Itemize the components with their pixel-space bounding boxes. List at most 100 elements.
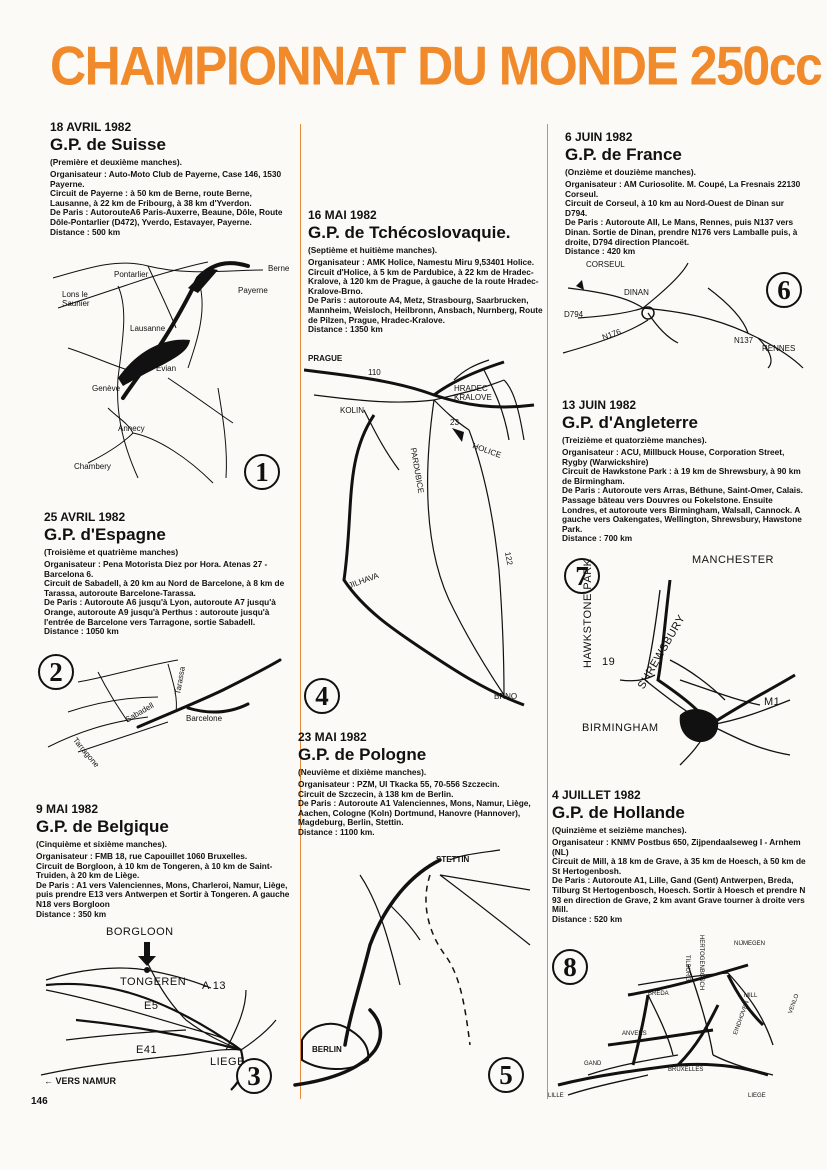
circle-number-6: 6: [766, 272, 802, 308]
map-espagne: 2 Tarassa Sabadell Barcelone Tarragone: [38, 652, 288, 772]
map-label: M1: [764, 696, 781, 708]
map-label: BREDA: [648, 991, 669, 997]
event-circuit: Circuit de Sabadell, à 20 km au Nord de …: [44, 578, 285, 598]
map-label: LIEGE: [210, 1056, 245, 1068]
circle-number-5: 5: [488, 1057, 524, 1093]
map-label: HERTOGENBOSCH: [698, 935, 704, 991]
event-de-paris: De Paris : Autoroute AII, Le Mans, Renne…: [565, 217, 798, 247]
map-label: N137: [734, 336, 754, 345]
map-label-vers-namur: ← VERS NAMUR: [44, 1076, 116, 1086]
event-circuit: Circuit de Mill, à 18 km de Grave, à 35 …: [552, 856, 806, 876]
event-france: 6 JUIN 1982 G.P. de France (Onzième et d…: [565, 130, 805, 257]
map-angleterre-roads: [619, 579, 796, 766]
event-de-paris: De Paris : autoroute A4, Metz, Strasbour…: [308, 295, 543, 325]
map-label: HRADEC KRALOVE: [454, 384, 492, 402]
page-title: CHAMPIONNAT DU MONDE 250cc: [50, 35, 823, 97]
event-organisateur: Organisateur : KNMV Postbus 650, Zijpend…: [552, 837, 801, 857]
event-date: 6 JUIN 1982: [565, 130, 633, 144]
map-label: Lausanne: [130, 324, 166, 333]
event-distance: Distance : 700 km: [562, 533, 633, 544]
map-label: Annecy: [118, 424, 145, 433]
event-circuit: Circuit de Borgloon, à 10 km de Tongeren…: [36, 860, 273, 881]
circle-number-8: 8: [552, 949, 588, 985]
event-suisse: 18 AVRIL 1982 G.P. de Suisse (Première e…: [50, 120, 295, 237]
map-suisse: Pontarlier Berne Lons le Saunier Payerne…: [48, 248, 293, 498]
event-date: 25 AVRIL 1982: [44, 510, 126, 524]
event-pologne: 23 MAI 1982 G.P. de Pologne (Neuvième et…: [298, 730, 542, 838]
map-label: E41: [136, 1044, 158, 1056]
map-label: LIEGE: [748, 1093, 766, 1099]
circle-number-4: 4: [304, 678, 340, 714]
event-distance: Distance : 520 km: [552, 913, 623, 924]
map-label: PRAGUE: [308, 354, 343, 363]
map-france: CORSEUL DINAN D794 N176 N137 RENNES 6: [558, 258, 808, 388]
arrow-icon: [138, 942, 156, 966]
map-tchecoslovaquie: PRAGUE 110 HRADEC KRALOVE KOLIN 23 HOLIC…: [303, 350, 540, 720]
event-de-paris: De Paris : A1 vers Valenciennes, Mons, C…: [36, 879, 290, 909]
event-manches: (Première et deuxième manches).: [50, 157, 182, 167]
circle-number-7: 7: [564, 558, 600, 594]
event-organisateur: Organisateur : FMB 18, rue Capouillet 10…: [36, 851, 248, 861]
circle-number-1: 1: [244, 454, 280, 490]
event-manches: (Onzième et douzième manches).: [565, 167, 696, 177]
event-manches: (Cinquième et sixième manches).: [36, 839, 167, 849]
map-label: DINAN: [624, 288, 649, 297]
event-distance: Distance : 350 km: [36, 908, 107, 919]
event-circuit: Circuit de Corseul, à 10 km au Nord-Oues…: [565, 198, 784, 218]
map-label: Evian: [156, 364, 177, 373]
event-organisateur: Organisateur : AM Curiosolite. M. Coupé,…: [565, 179, 801, 199]
map-espagne-roads: [47, 658, 282, 753]
event-tchecoslovaquie: 16 MAI 1982 G.P. de Tchécoslovaquie. (Se…: [308, 208, 544, 335]
map-label: MANCHESTER: [692, 554, 775, 566]
map-label: Chambery: [74, 462, 111, 471]
event-date: 18 AVRIL 1982: [50, 120, 132, 134]
map-label: STETTIN: [436, 855, 470, 864]
event-organisateur: Organisateur : PZM, Ul Tkacka 55, 70-556…: [298, 779, 500, 789]
event-circuit: Circuit de Payerne : à 50 km de Berne, r…: [50, 188, 252, 208]
map-label: 23: [450, 418, 459, 427]
map-label: A 13: [202, 980, 227, 992]
map-label: KOLIN: [340, 406, 365, 415]
map-suisse-roads: [52, 261, 264, 484]
event-title: G.P. de Suisse: [50, 135, 166, 154]
event-date: 23 MAI 1982: [298, 730, 367, 744]
event-distance: Distance : 420 km: [565, 246, 636, 257]
event-manches: (Septième et huitième manches).: [308, 245, 438, 255]
event-title: G.P. de France: [565, 145, 682, 164]
map-label: BRUXELLES: [668, 1067, 704, 1073]
event-organisateur: Organisateur : ACU, Millbuck House, Corp…: [562, 447, 785, 467]
event-de-paris: De Paris : Autoroute A1, Lille, Gand (Ge…: [552, 875, 806, 915]
map-label: 19: [602, 656, 616, 668]
event-de-paris: De Paris : Autoroute vers Arras, Béthune…: [562, 485, 803, 534]
event-distance: Distance : 1050 km: [44, 626, 119, 637]
map-label: RENNES: [762, 344, 796, 353]
map-label: BERLIN: [312, 1045, 342, 1054]
map-label: Pontarlier: [114, 270, 149, 279]
map-label: E5: [144, 1000, 159, 1012]
map-label: TONGEREN: [120, 976, 187, 988]
map-label: GAND: [584, 1061, 602, 1067]
event-date: 4 JUILLET 1982: [552, 788, 641, 802]
event-title: G.P. de Tchécoslovaquie.: [308, 223, 511, 242]
event-circuit: Circuit d'Holice, à 5 km de Pardubice, à…: [308, 266, 539, 296]
map-label: NIJMEGEN: [734, 941, 766, 947]
event-de-paris: De Paris : Autoroute A6 jusqu'à Lyon, au…: [44, 597, 276, 627]
map-label: 110: [368, 368, 381, 377]
map-hollande-roads: [557, 963, 774, 1096]
event-manches: (Neuvième et dixième manches).: [298, 767, 427, 777]
map-label: BORGLOON: [106, 926, 174, 938]
map-angleterre: 7 HAWKSTONE PARK MANCHESTER SHREWSBURY 1…: [560, 550, 810, 770]
map-label: D794: [564, 310, 584, 319]
event-distance: Distance : 500 km: [50, 226, 121, 237]
map-label: Genève: [92, 384, 121, 393]
event-date: 9 MAI 1982: [36, 802, 99, 816]
map-label: MILL: [744, 993, 758, 999]
event-manches: (Troisième et quatrième manches): [44, 547, 179, 557]
event-distance: Distance : 1350 km: [308, 324, 383, 335]
event-circuit: Circuit de Hawkstone Park : à 19 km de S…: [562, 466, 801, 486]
event-title: G.P. de Belgique: [36, 817, 169, 836]
map-label: Lons le Saunier: [62, 290, 90, 308]
page-number: 146: [31, 1096, 48, 1107]
map-label: BIRMINGHAM: [582, 722, 659, 734]
event-angleterre: 13 JUIN 1982 G.P. d'Angleterre (Treizièm…: [562, 398, 806, 544]
